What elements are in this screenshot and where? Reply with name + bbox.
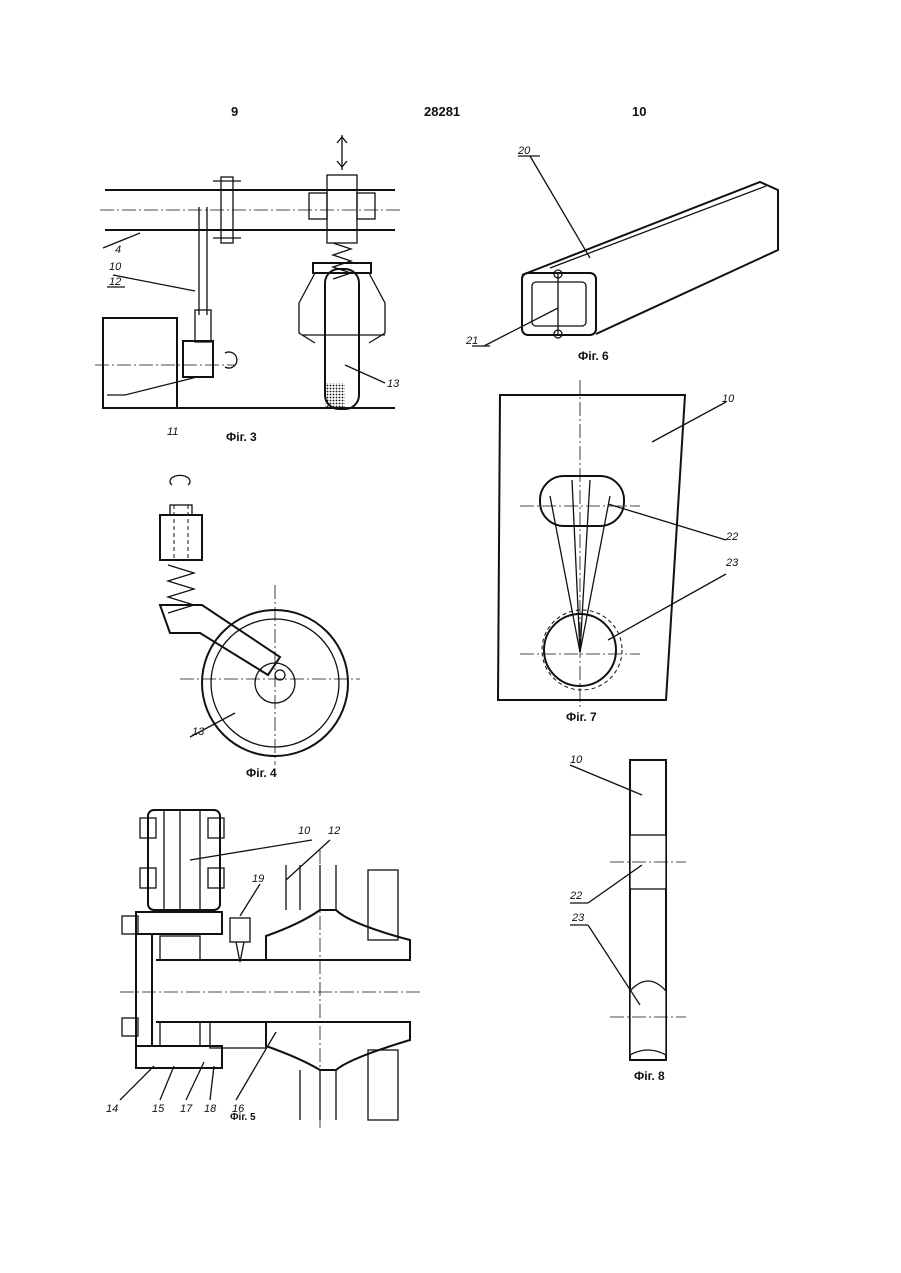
fig3-label-13: 13 xyxy=(387,378,400,390)
fig4-label-13: 13 xyxy=(192,726,205,738)
fig5-label-14: 14 xyxy=(106,1103,118,1115)
patent-number: 28281 xyxy=(424,104,460,119)
fig5-label-18: 18 xyxy=(204,1103,217,1115)
figure-5-drawing: 10 12 19 14 15 17 18 16 xyxy=(100,800,420,1130)
fig8-label-22: 22 xyxy=(569,890,582,902)
fig8-label-10: 10 xyxy=(570,754,583,766)
figure-4-drawing: 13 xyxy=(160,475,370,765)
right-page-number: 10 xyxy=(632,104,646,119)
fig6-label-20: 20 xyxy=(517,145,531,157)
figure-8-drawing: 10 22 23 xyxy=(560,755,720,1075)
fig5-label-10: 10 xyxy=(298,825,311,837)
fig3-label-11: 11 xyxy=(167,426,178,438)
figure-6-drawing: 20 21 xyxy=(460,140,790,350)
fig3-label-4: 4 xyxy=(115,244,121,256)
fig8-label-23: 23 xyxy=(571,912,585,924)
fig8-caption: Фіг. 8 xyxy=(634,1069,665,1083)
fig7-label-10: 10 xyxy=(722,393,735,405)
fig5-label-15: 15 xyxy=(152,1103,165,1115)
fig6-caption: Фіг. 6 xyxy=(578,349,609,363)
fig3-caption: Фіг. 3 xyxy=(226,430,257,444)
fig3-label-12: 12 xyxy=(109,276,121,288)
fig3-label-10: 10 xyxy=(109,261,122,273)
fig5-label-17: 17 xyxy=(180,1103,193,1115)
fig7-caption: Фіг. 7 xyxy=(566,710,597,724)
figure-7-drawing: 10 22 23 xyxy=(490,380,770,710)
fig5-label-12: 12 xyxy=(328,825,340,837)
fig6-label-21: 21 xyxy=(465,335,478,347)
fig5-label-19: 19 xyxy=(252,873,264,885)
fig7-label-23: 23 xyxy=(725,557,739,569)
fig5-caption: Фіг. 5 xyxy=(230,1112,256,1123)
fig7-label-22: 22 xyxy=(725,531,738,543)
figure-3-drawing: 4 10 12 11 13 xyxy=(95,135,415,435)
fig4-caption: Фіг. 4 xyxy=(246,766,277,780)
left-page-number: 9 xyxy=(231,104,238,119)
